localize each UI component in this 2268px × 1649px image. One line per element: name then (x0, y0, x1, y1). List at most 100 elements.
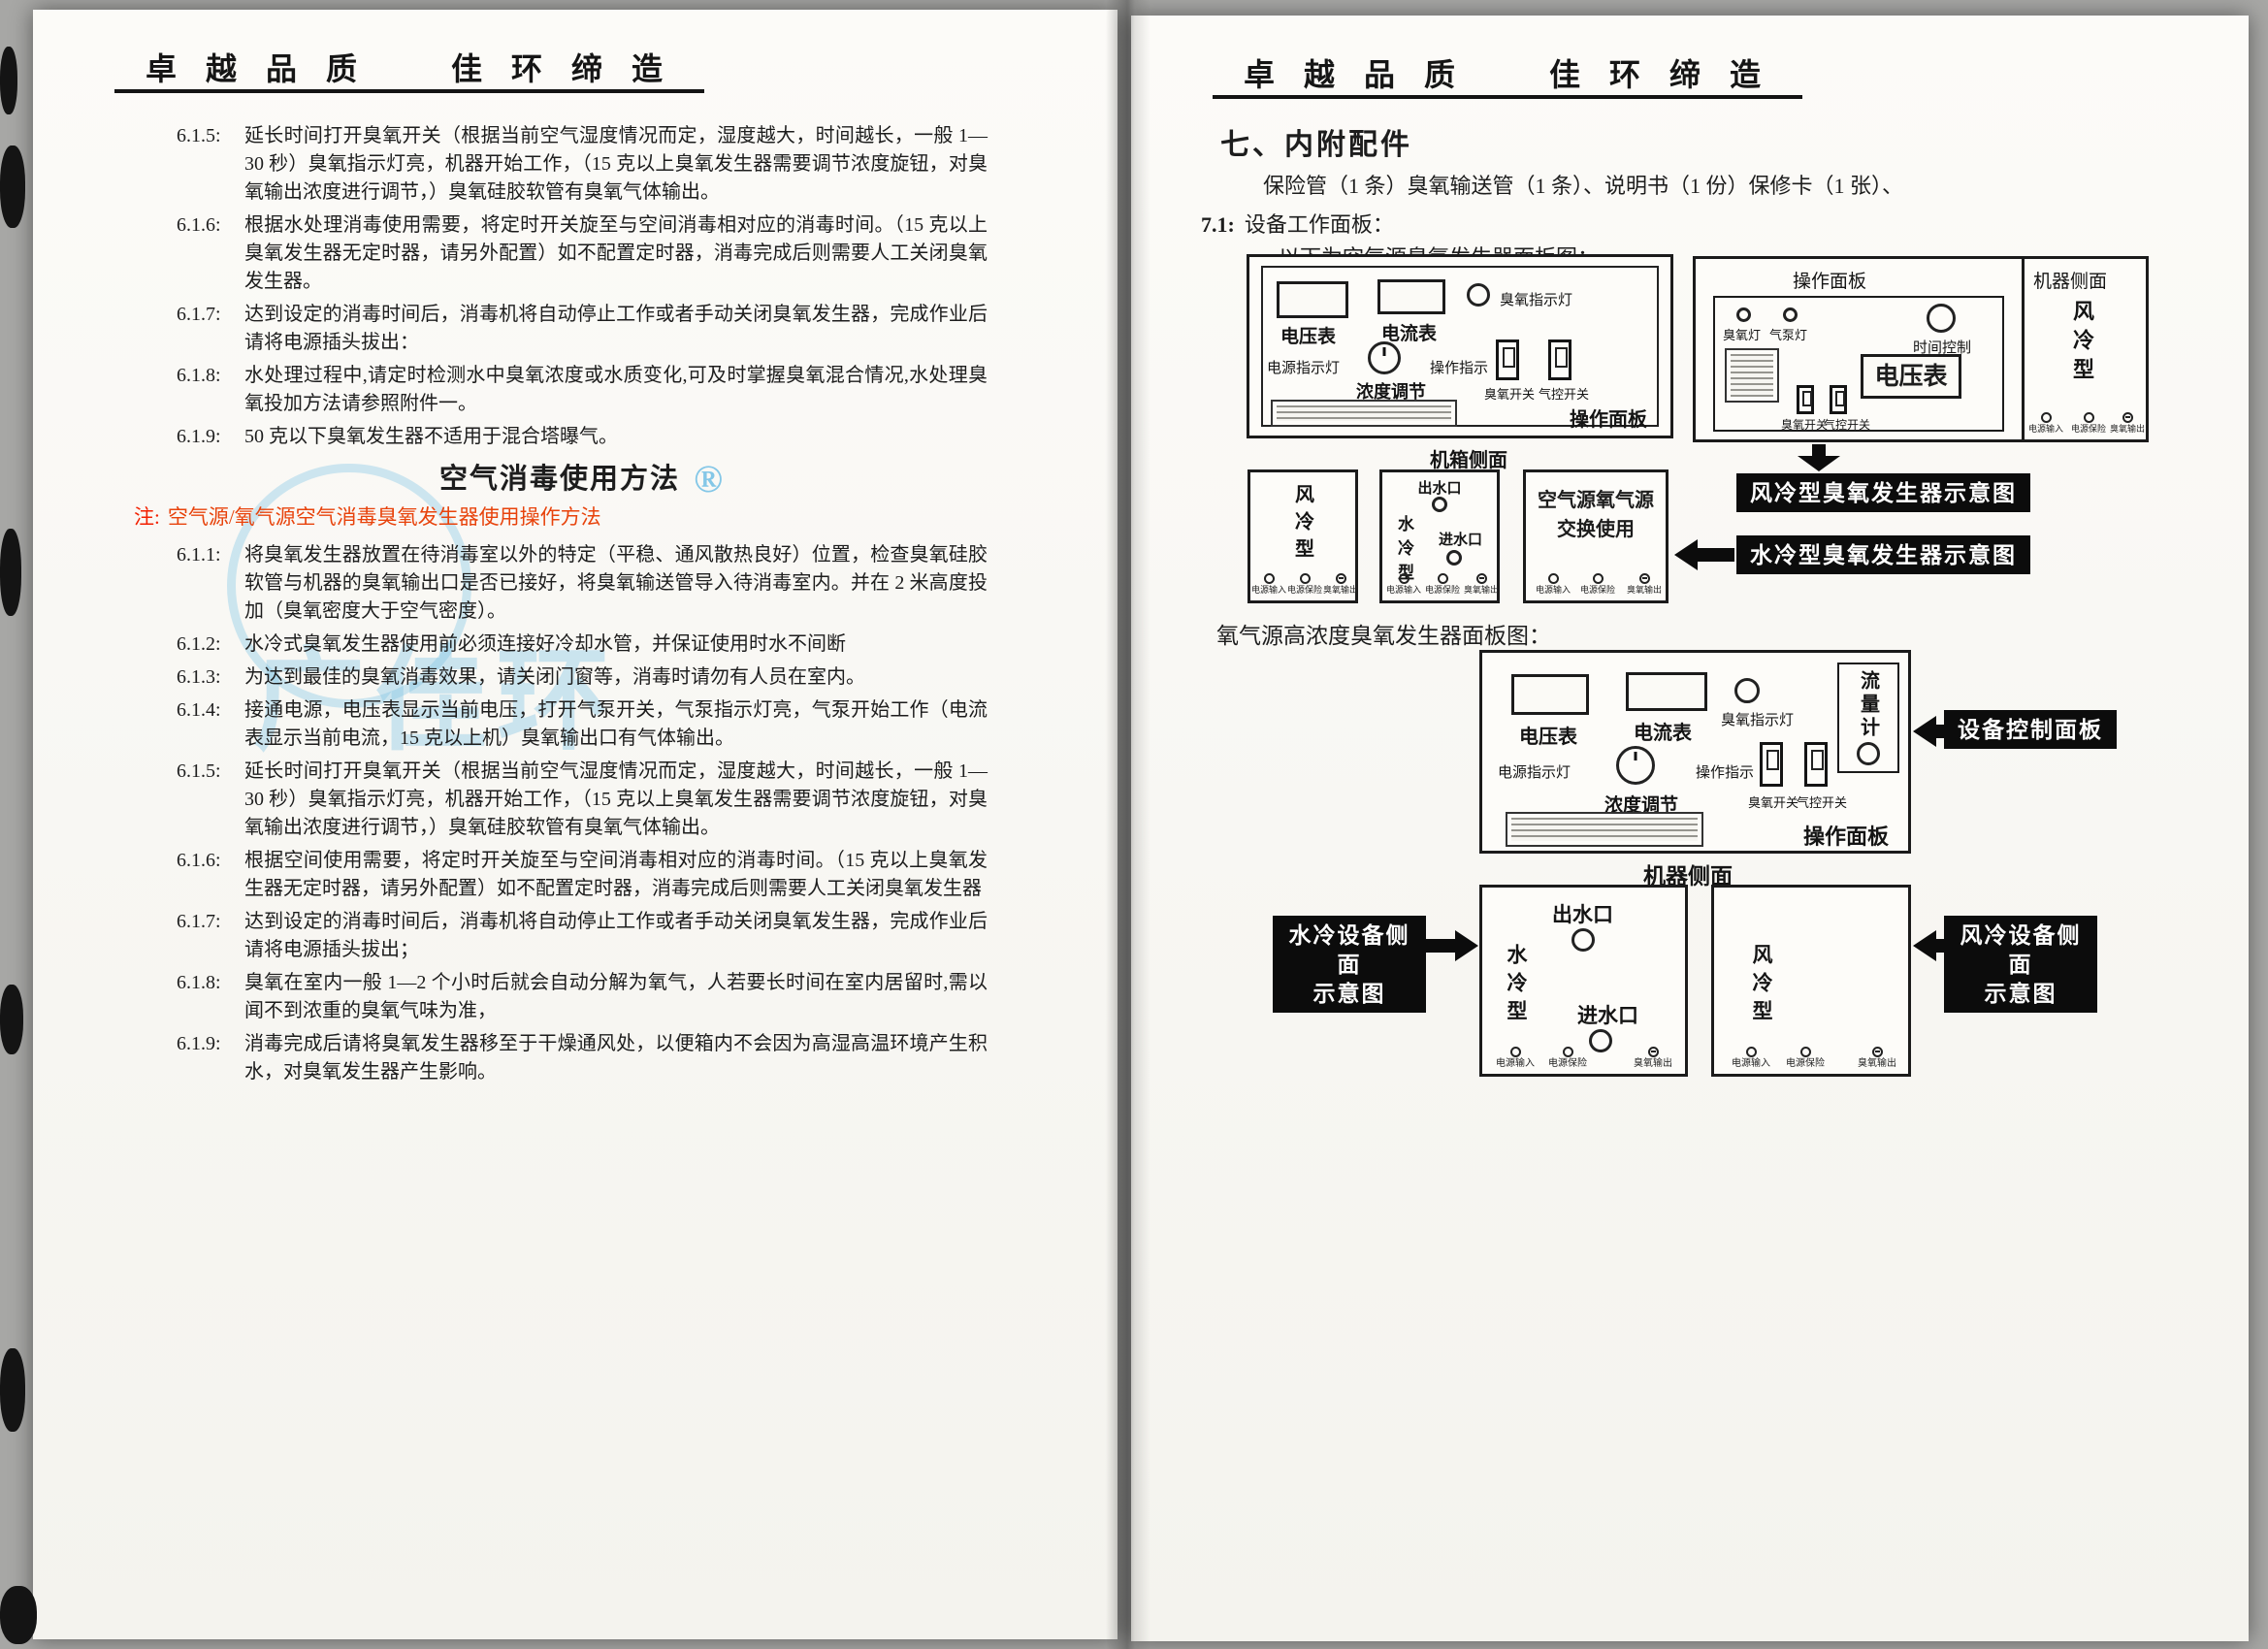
circle-icon (1437, 573, 1448, 584)
oxygen-source-panel-diagram: 电压表 电流表 臭氧指示灯 流量计 电源指示灯 浓度调节 操作指示 臭氧开关 气… (1479, 650, 1911, 854)
list-item: 6.1.8: 水处理过程中,请定时检测水中臭氧浓度或水质变化,可及时掌握臭氧混合… (177, 362, 988, 418)
scan-artifact (0, 47, 17, 114)
ozone-out-io: 臭氧输出 (1628, 1047, 1678, 1069)
subsection-number: 7.1: (1201, 212, 1235, 237)
machine-side-label: 机器侧面 (1643, 864, 1733, 889)
air-switch (1830, 385, 1847, 414)
ozone-switch (1496, 340, 1519, 380)
list-item: 6.1.5: 延长时间打开臭氧开关（根据当前空气湿度情况而定，湿度越大，时间越长… (177, 758, 988, 842)
list-item: 6.1.9: 50 克以下臭氧发生器不适用于混合塔曝气。 (177, 423, 988, 451)
item-number: 6.1.1: (177, 544, 221, 566)
power-fuse-label: 电源保险 (1424, 585, 1460, 595)
power-fuse-label: 电源保险 (1786, 1058, 1825, 1069)
air-switch-label: 气控开关 (1797, 795, 1848, 810)
item-number: 6.1.8: (177, 972, 221, 993)
section-title: 空气消毒使用方法® (177, 460, 988, 499)
time-control-label: 时间控制 (1913, 340, 1972, 356)
right-page: 卓 越 品 质 佳 环 缔 造 七、内附配件 保险管（1 条）臭氧输送管（1 条… (1131, 16, 2249, 1641)
item-number: 6.1.4: (177, 699, 221, 721)
ozone-lamp-icon (1467, 283, 1490, 307)
item-text: 臭氧在室内一般 1—2 个小时后就会自动分解为氧气，人若要长时间在室内居留时,需… (244, 972, 988, 1021)
arrow-shaft (1696, 548, 1734, 562)
ammeter-display (1626, 672, 1707, 711)
power-fuse-io: 电源保险 (1780, 1047, 1831, 1069)
voltmeter-display (1511, 674, 1589, 715)
device-control-panel-label: 设备控制面板 (1944, 710, 2117, 749)
item-text: 根据水处理消毒使用需要，将定时开关旋至与空间消毒相对应的消毒时间。（15 克以上… (244, 214, 988, 292)
ozone-out-io: 臭氧输出 (1623, 573, 1666, 596)
power-in-io: 电源输入 (1490, 1047, 1540, 1069)
exchange-use-box: 空气源氧气源交换使用 电源输入 电源保险 臭氧输出 (1523, 469, 1669, 603)
header-rule (114, 89, 704, 93)
air-switch-label: 气控开关 (1824, 418, 1871, 432)
list-item: 6.1.4: 接通电源，电压表显示当前电压，打开气泵开关，气泵指示灯亮，气泵开始… (177, 696, 988, 753)
item-number: 6.1.9: (177, 1033, 221, 1054)
ozone-out-label: 臭氧输出 (1463, 585, 1499, 595)
concentration-label: 浓度调节 (1604, 795, 1679, 816)
power-in-io: 电源输入 (2025, 412, 2066, 435)
power-in-io: 电源输入 (1384, 573, 1423, 596)
power-lamp-label: 电源指示灯 (1267, 361, 1341, 376)
item-number: 6.1.5: (177, 760, 221, 782)
item-number: 6.1.7: (177, 911, 221, 932)
circle-icon (1592, 573, 1604, 584)
circle-icon (1799, 1047, 1811, 1057)
ammeter-label: 电流表 (1634, 723, 1692, 744)
power-fuse-io: 电源保险 (1423, 573, 1462, 596)
fan-cooled-label: 风冷型 (1291, 484, 1313, 566)
arrow-left-icon (1913, 716, 1936, 747)
item-number: 6.1.8: (177, 365, 221, 386)
section-7-body: 保险管（1 条）臭氧输送管（1 条）、说明书（1 份）保修卡（1 张）、 (1263, 174, 1904, 198)
arrow-shaft (1934, 725, 1944, 738)
fan-cooled-side-box: 风冷型 电源输入 电源保险 臭氧输出 (1711, 885, 1911, 1077)
item-text: 水处理过程中,请定时检测水中臭氧浓度或水质变化,可及时掌握臭氧混合情况,水处理臭… (244, 365, 988, 414)
circle-minus-icon (1335, 573, 1346, 584)
note-line: 注:空气源/氧气源空气消毒臭氧发生器使用操作方法 (134, 503, 988, 532)
power-in-label: 电源输入 (2027, 424, 2063, 434)
section-title-text: 空气消毒使用方法 (439, 464, 681, 495)
water-out-port (1432, 497, 1447, 512)
watermark-text: 广佳环 (252, 640, 619, 764)
operation-panel-header: 操作面板 (1793, 272, 1867, 292)
air-switch (1804, 742, 1828, 787)
fan-cooled-cabinet-box: 风冷型 电源输入 电源保险 臭氧输出 (1247, 469, 1358, 603)
arrow-left-icon (1674, 539, 1698, 570)
list-item: 6.1.5: 延长时间打开臭氧开关（根据当前空气湿度情况而定，湿度越大，时间越长… (177, 122, 988, 207)
ozone-out-label: 臭氧输出 (1858, 1058, 1896, 1069)
water-cooled-side-box: 出水口 水冷型 进水口 电源输入 电源保险 臭氧输出 (1479, 885, 1688, 1077)
scan-artifact (0, 1586, 37, 1644)
item-number: 6.1.7: (177, 304, 221, 325)
pump-lamp-icon (1783, 307, 1798, 322)
item-text: 消毒完成后请将臭氧发生器移至于干燥通风处，以便箱内不会因为高湿高温环境产生积水，… (244, 1033, 988, 1083)
power-in-io: 电源输入 (1250, 573, 1287, 596)
item-text: 接通电源，电压表显示当前电压，打开气泵开关，气泵指示灯亮，气泵开始工作（电流表显… (244, 699, 988, 749)
item-number: 6.1.6: (177, 850, 221, 871)
voltmeter-label: 电压表 (1519, 727, 1577, 748)
fan-cooled-machine-diagram: 操作面板 机器侧面 臭氧灯 气泵灯 时间控制 电压表 臭氧开关 气控开关 风冷型… (1693, 256, 2149, 442)
ozone-out-label: 臭氧输出 (1634, 1058, 1672, 1069)
water-out-label: 出水口 (1552, 903, 1613, 926)
item-text: 50 克以下臭氧发生器不适用于混合塔曝气。 (244, 426, 618, 447)
power-fuse-io: 电源保险 (1576, 573, 1619, 596)
scan-artifact (0, 985, 23, 1054)
item-text: 延长时间打开臭氧开关（根据当前空气湿度情况而定，湿度越大，时间越长，一般 1—3… (244, 125, 988, 203)
air-switch-label: 气控开关 (1539, 387, 1590, 402)
left-page: 卓 越 品 质 佳 环 缔 造 广佳环 6.1.5: 延长时间打开臭氧开关（根据… (33, 10, 1118, 1639)
panel-inner-border: 电压表 电流表 臭氧指示灯 电源指示灯 浓度调节 操作指示 臭氧开关 气控开关 … (1261, 266, 1659, 431)
water-in-label: 进水口 (1577, 1004, 1638, 1027)
list-item: 6.1.8: 臭氧在室内一般 1—2 个小时后就会自动分解为氧气，人若要长时间在… (177, 969, 988, 1025)
water-in-port (1589, 1029, 1612, 1052)
item-number: 6.1.2: (177, 633, 221, 655)
operation-lamp-label: 操作指示 (1696, 765, 1755, 781)
power-in-label: 电源输入 (1496, 1058, 1535, 1069)
cabinet-side-label: 机箱侧面 (1430, 450, 1507, 471)
circle-icon (1562, 1047, 1573, 1057)
power-fuse-label: 电源保险 (1548, 1058, 1587, 1069)
machine-op-panel: 臭氧灯 气泵灯 时间控制 电压表 臭氧开关 气控开关 (1713, 296, 2004, 432)
ozone-out-io: 臭氧输出 (2107, 412, 2148, 435)
power-fuse-io: 电源保险 (1542, 1047, 1593, 1069)
ozone-switch-label: 臭氧开关 (1484, 387, 1536, 402)
item-text: 达到设定的消毒时间后，消毒机将自动停止工作或者手动关闭臭氧发生器，完成作业后请将… (244, 304, 988, 353)
circle-icon (2083, 412, 2094, 423)
water-out-port (1571, 928, 1595, 952)
